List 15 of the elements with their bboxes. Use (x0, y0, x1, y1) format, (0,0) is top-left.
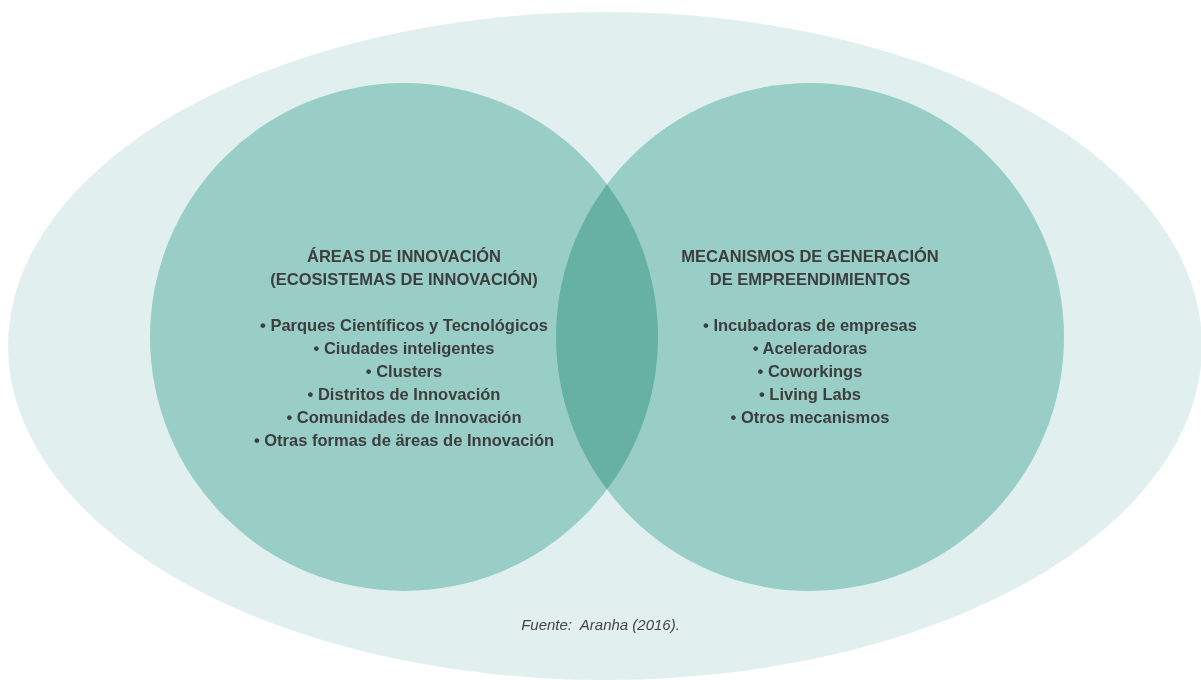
list-item: • Clusters (365, 361, 443, 382)
list-item: • Ciudades inteligentes (313, 338, 495, 359)
list-item: • Otros mecanismos (730, 407, 890, 428)
venn-circle (556, 83, 1064, 591)
list-item: • Aceleradoras (752, 338, 868, 359)
list-item: • Living Labs (758, 384, 861, 405)
list-item: • Otras formas de äreas de Innovación (253, 430, 555, 451)
circle-heading: ÁREAS DE INNOVACIÓN (ECOSISTEMAS DE INNOVACIÓN) (269, 246, 539, 290)
circle-heading: MECANISMOS DE GENERACIÓN DE EMPREENDIMIENTOS (680, 246, 940, 290)
list-item: • Incubadoras de empresas (703, 315, 917, 336)
list-item: • Comunidades de Innovación (286, 407, 522, 428)
list-item: • Coworkings (757, 361, 863, 382)
list-item: • Parques Científicos y Tecnológicos (260, 315, 548, 336)
source-caption: Fuente: Aranha (2016). (521, 616, 680, 633)
list-item: • Distritos de Innovación (307, 384, 501, 405)
